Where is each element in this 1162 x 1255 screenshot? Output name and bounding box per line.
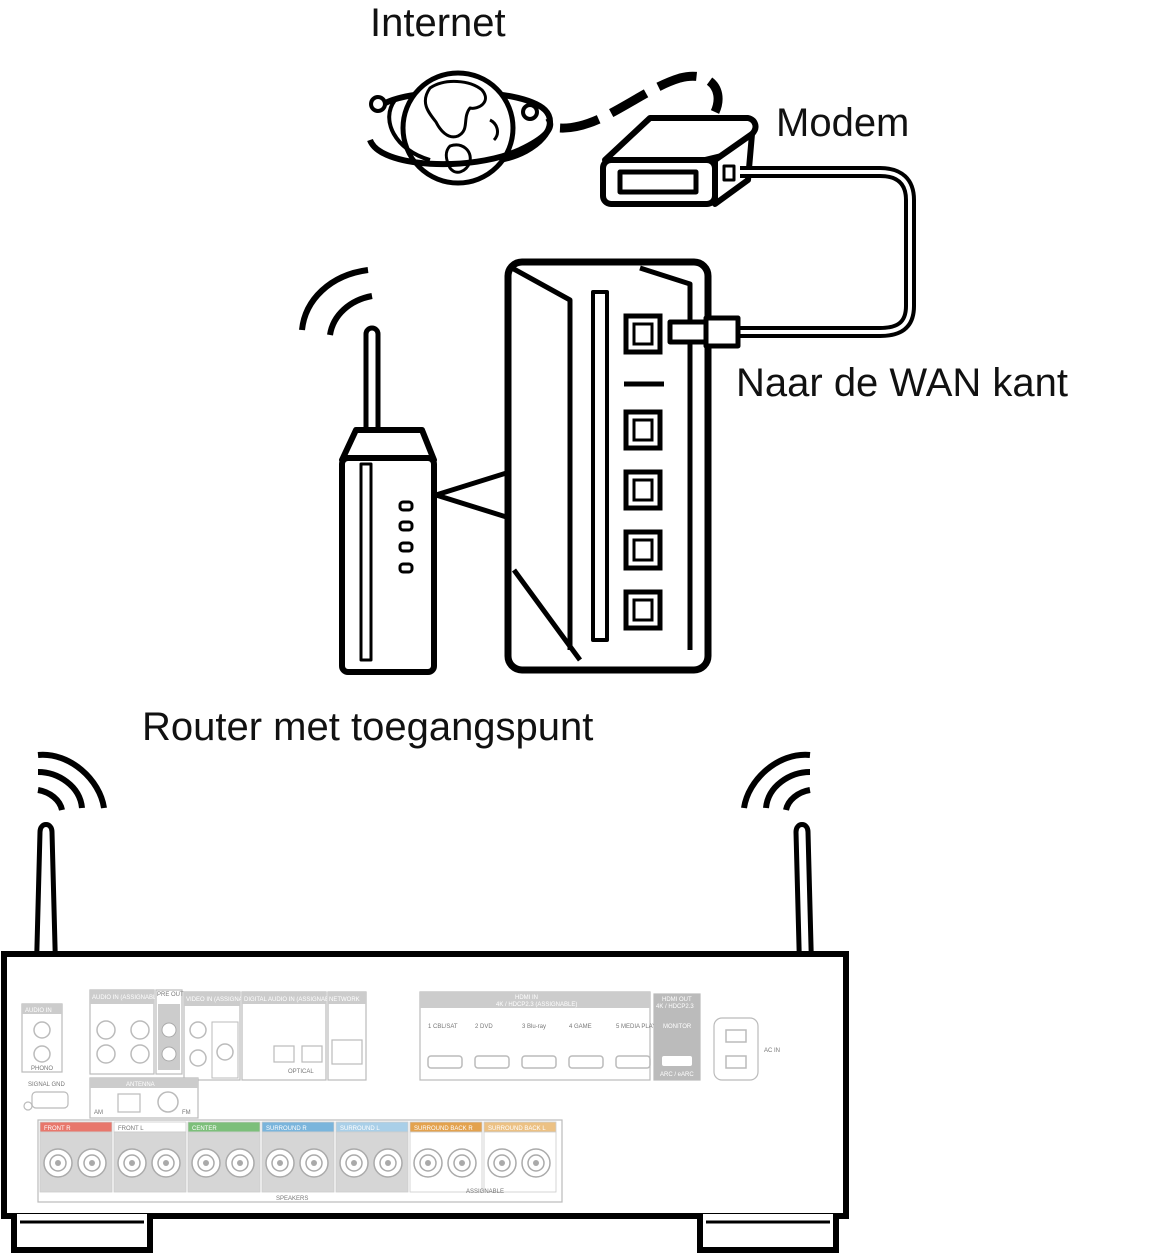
- monitor-label: MONITOR: [663, 1024, 692, 1030]
- digital-audio-label: DIGITAL AUDIO IN (ASSIGNABLE): [244, 997, 338, 1003]
- speaker-terminal-group: SURROUND L: [335, 1121, 409, 1193]
- arc-label: ARC / eARC: [660, 1072, 694, 1078]
- receiver-rear-panel: AUDIO IN PHONO SIGNAL GND AUDIO IN (ASSI…: [21, 989, 780, 1203]
- antenna-label: ANTENNA: [126, 1082, 155, 1088]
- hdmi-in-sub-label: 4K / HDCP2.3 (ASSIGNABLE): [496, 1002, 577, 1008]
- network-label: NETWORK: [329, 997, 360, 1003]
- speaker-group-label: SURROUND L: [340, 1126, 380, 1132]
- phono-label: PHONO: [31, 1066, 53, 1072]
- ethernet-plug-icon: [667, 315, 741, 349]
- audio-in-label: AUDIO IN: [25, 1008, 52, 1014]
- receiver-wifi-signal-icon: [37, 751, 811, 811]
- hdmi-input-label: 1 CBL/SAT: [428, 1024, 458, 1030]
- hdmi-input-label: 3 Blu-ray: [522, 1024, 546, 1030]
- hdmi-port: [568, 1055, 604, 1069]
- hdmi-port: [474, 1055, 510, 1069]
- assignable-label: ASSIGNABLE: [466, 1189, 504, 1195]
- hdmi-port: [521, 1055, 557, 1069]
- hdmi-port: [427, 1055, 463, 1069]
- router-label: Router met toegangspunt: [142, 705, 593, 749]
- router-device: [299, 267, 519, 675]
- hdmi-out-sub-label: 4K / HDCP2.3: [656, 1004, 694, 1010]
- speaker-group-label: SURROUND BACK R: [414, 1126, 473, 1132]
- speaker-group-label: FRONT L: [118, 1126, 144, 1132]
- modem-device: [600, 115, 759, 207]
- hdmi-port: [615, 1055, 651, 1069]
- internet-label: Internet: [370, 1, 506, 45]
- speaker-group-label: SURROUND R: [266, 1126, 307, 1132]
- lan-port: [623, 529, 663, 571]
- globe-icon: [367, 70, 554, 186]
- speaker-terminal-group: FRONT L: [113, 1121, 187, 1193]
- video-label: VIDEO IN (ASSIGNABLE): [186, 997, 256, 1003]
- ac-in-label: AC IN: [764, 1048, 780, 1054]
- lan-port: [623, 409, 663, 451]
- hdmi-input-label: 2 DVD: [475, 1024, 493, 1030]
- receiver-antenna: [28, 822, 820, 991]
- fm-label: FM: [182, 1110, 191, 1116]
- speaker-terminal-group: CENTER: [187, 1121, 261, 1193]
- audio-assignable-label: AUDIO IN (ASSIGNABLE): [92, 995, 162, 1001]
- speaker-group-label: FRONT R: [44, 1126, 71, 1132]
- optical-label: OPTICAL: [288, 1069, 314, 1075]
- hdmi-input-label: 4 GAME: [569, 1024, 592, 1030]
- speaker-terminal-group: SURROUND BACK R: [409, 1121, 483, 1193]
- wan-side-label: Naar de WAN kant: [736, 361, 1068, 405]
- wan-cable: [736, 166, 916, 338]
- lan-port: [623, 469, 663, 511]
- ethernet-ports: [623, 313, 663, 631]
- speakers-label: SPEAKERS: [276, 1196, 308, 1202]
- speaker-terminal-group: SURROUND R: [261, 1121, 335, 1193]
- wifi-signal-icon: [299, 267, 369, 331]
- speaker-group-label: SURROUND BACK L: [488, 1126, 546, 1132]
- lan-port: [623, 589, 663, 631]
- speaker-terminal-group: SURROUND BACK L: [483, 1121, 557, 1193]
- signal-gnd-label: SIGNAL GND: [28, 1082, 65, 1088]
- hdmi-input-label: 5 MEDIA PLAYER: [616, 1024, 665, 1030]
- speaker-group-label: CENTER: [192, 1126, 217, 1132]
- hdmi-out-label: HDMI OUT: [662, 997, 692, 1003]
- modem-label: Modem: [776, 101, 909, 145]
- wan-port: [623, 313, 663, 355]
- pre-out-label: PRE OUT: [157, 992, 184, 998]
- hdmi-in-label: HDMI IN: [515, 995, 538, 1001]
- am-label: AM: [94, 1110, 103, 1116]
- speaker-terminal-group: FRONT R: [39, 1121, 113, 1193]
- internet-link: [559, 71, 723, 133]
